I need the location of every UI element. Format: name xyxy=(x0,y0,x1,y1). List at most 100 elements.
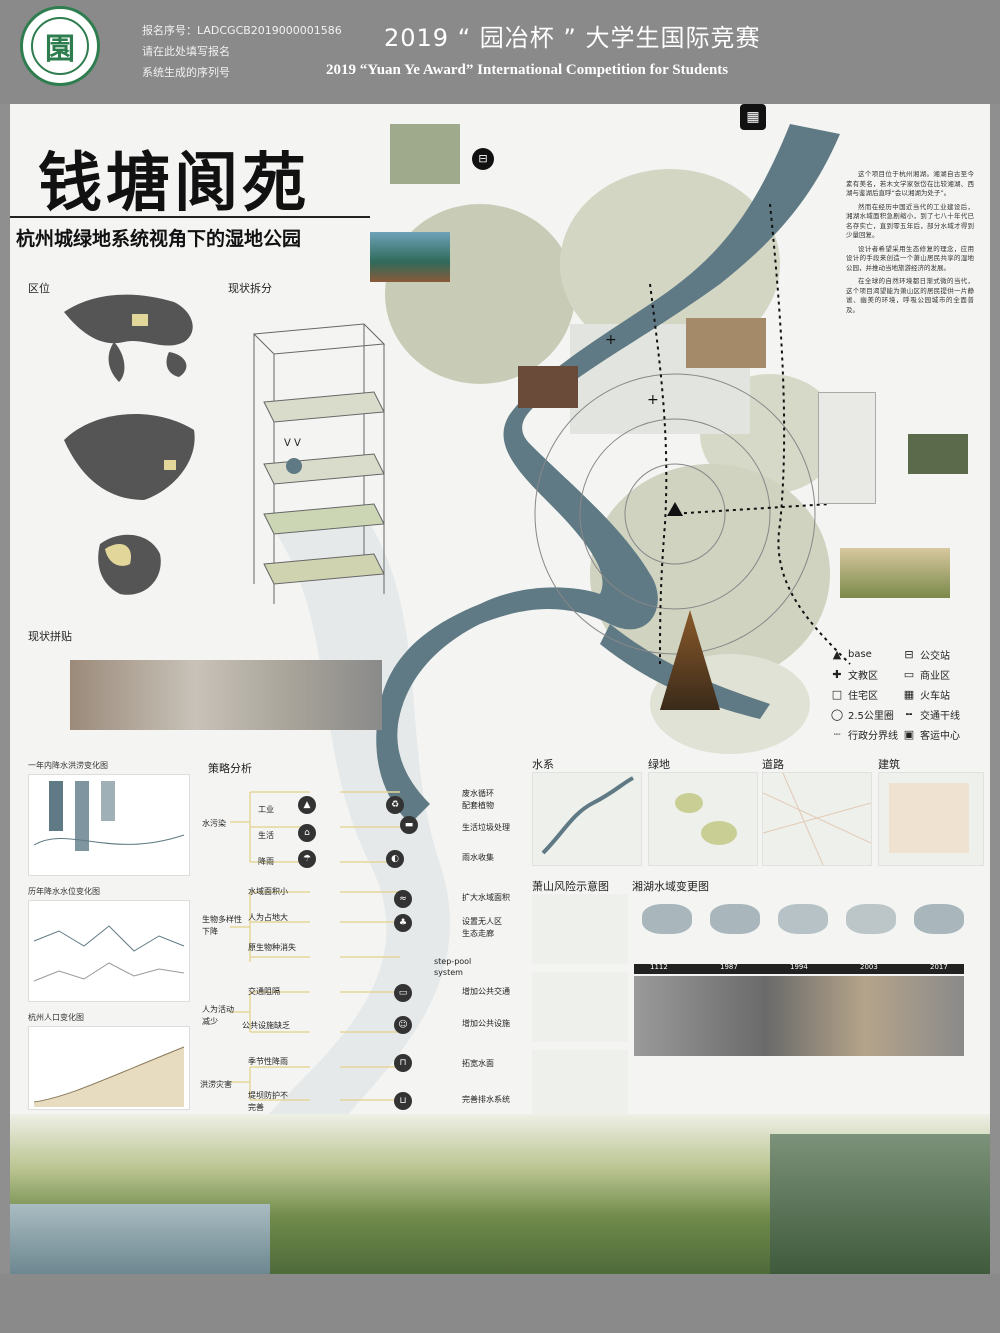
strategy-result: 配套植物 xyxy=(462,801,494,810)
section-building: 建筑 xyxy=(878,758,900,771)
china-map xyxy=(54,400,204,510)
lake-change-5 xyxy=(914,904,964,934)
strategy-item-label: 堤坝防护不完善 xyxy=(248,1091,288,1112)
legend-item: ▦火车站 xyxy=(903,687,950,702)
aerial-photo xyxy=(390,124,460,184)
drain-icon: ⊔ xyxy=(394,1092,412,1110)
timeline-year: 1112 xyxy=(650,963,668,971)
strategy-result: 完善排水系统 xyxy=(462,1095,510,1104)
registration-number: 报名序号：LADCGCB2019000001586 xyxy=(142,24,342,37)
strategy-item-label: 季节性降雨 xyxy=(248,1057,288,1066)
person-icon: ☺ xyxy=(394,1016,412,1034)
chart-title-population: 杭州人口变化图 xyxy=(28,1013,84,1022)
risk-map-1 xyxy=(532,894,628,964)
strategy-group-label: 洪涝灾害 xyxy=(200,1080,232,1089)
education-marker: + xyxy=(647,392,659,408)
timeline-bar: 1112 1987 1994 2003 2017 xyxy=(634,963,964,974)
district-grid xyxy=(818,392,876,504)
passenger-center-icon: ▣ xyxy=(903,727,915,741)
strategy-result: 扩大水域面积 xyxy=(462,893,510,902)
legend-item: □住宅区 xyxy=(831,687,878,702)
lake-change-2 xyxy=(710,904,760,934)
pond-water xyxy=(10,1204,270,1274)
education-area-icon: ✚ xyxy=(832,667,842,681)
timeline-year: 1994 xyxy=(790,963,808,971)
factory-icon: ▲ xyxy=(298,796,316,814)
house-icon: ⌂ xyxy=(298,824,316,842)
train-station-icon: ▦ xyxy=(903,687,915,701)
strategy-item-label: 人为占地大 xyxy=(248,913,288,922)
legend-item: ▭商业区 xyxy=(903,667,950,682)
legend-item: ▣客运中心 xyxy=(903,727,960,742)
legend-item: ▲base xyxy=(830,644,910,664)
legend-item: ◯2.5公里圈 xyxy=(830,707,894,722)
title-divider xyxy=(10,216,370,218)
strategy-result: 设置无人区 xyxy=(462,917,502,926)
svg-text:ᐯ ᐯ: ᐯ ᐯ xyxy=(284,438,301,449)
residential-area-icon: □ xyxy=(831,687,843,701)
strategy-result: step-pool system xyxy=(434,957,472,977)
description-paragraph: 设计者希望采用生态修复的理念，应用设计的手段来创造一个萧山居民共享的湿地公园，并… xyxy=(846,244,974,272)
green-land-north-east xyxy=(560,169,780,359)
risk-map-2 xyxy=(532,972,628,1042)
base-icon: ▲ xyxy=(832,647,842,661)
zhejiang-map xyxy=(90,524,170,604)
market-photo xyxy=(518,366,578,408)
waterlevel-chart xyxy=(28,900,190,1002)
bus-small-icon: ▭ xyxy=(394,984,412,1002)
radius-circle-inner xyxy=(624,463,726,565)
strategy-result: 生态走廊 xyxy=(462,929,494,938)
bus-stop-icon: ⊟ xyxy=(904,647,914,661)
timeline-year: 2017 xyxy=(930,963,948,971)
street-photo xyxy=(686,318,766,368)
qiantang-river xyxy=(376,124,840,824)
strategy-group-label: 水污染 xyxy=(202,819,226,828)
radius-circle-middle xyxy=(579,418,771,610)
strategy-result: 拓宽水面 xyxy=(462,1059,494,1068)
strategy-item-label: 水域面积小 xyxy=(248,887,288,896)
section-strategy: 策略分析 xyxy=(208,762,252,775)
bridge-icon: ⊓ xyxy=(394,1054,412,1072)
green-land-north xyxy=(385,204,575,384)
timeline-year: 1987 xyxy=(720,963,738,971)
strategy-result: 废水循环 xyxy=(462,789,494,798)
lake-change-3 xyxy=(778,904,828,934)
description-paragraph: 在全球的自然环境都日渐式微的当代，这个项目渴望能为萧山区的居民提供一片静谧、幽美… xyxy=(846,277,974,314)
competition-logo: 園 xyxy=(20,6,100,86)
building-system-map xyxy=(878,772,984,866)
traffic-line-icon: ╍ xyxy=(905,707,913,721)
radius-circle-icon: ◯ xyxy=(830,707,844,721)
description-paragraph: 这个项目位于杭州湘湖。湘湖自古至今素有美名，若木文学家张岱在比较湘湖、西湖与鉴湖… xyxy=(846,170,974,197)
legend-col-2: ⊟公交站 ▭商业区 ▦火车站 ╍交通干线 ▣客运中心 xyxy=(902,644,988,744)
poster-board: + + ▦ ⊟ 钱塘阆苑 杭州城绿地系统视角下的湿地公园 这个项目位于杭州湘湖。… xyxy=(10,104,990,1274)
lake-change-4 xyxy=(846,904,896,934)
strategy-result: 生活垃圾处理 xyxy=(462,823,510,832)
commercial-area-icon: ▭ xyxy=(903,667,915,681)
train-icon: ▦ xyxy=(740,104,766,130)
population-chart xyxy=(28,1026,190,1110)
strategy-result: 增加公共交通 xyxy=(462,987,510,996)
section-water: 水系 xyxy=(532,758,554,771)
competition-title-en: 2019 “Yuan Ye Award” International Compe… xyxy=(326,62,729,78)
strategy-item-label: 公共设施缺乏 xyxy=(242,1021,290,1030)
chart-title-rainfall: 一年内降水洪涝变化图 xyxy=(28,761,108,770)
legend-item: ✚文教区 xyxy=(830,664,910,684)
registration-note: 请在此处填写报名 xyxy=(142,45,230,58)
section-road: 道路 xyxy=(762,758,784,771)
world-map xyxy=(54,282,204,387)
section-xianghu-change: 湘湖水域变更图 xyxy=(632,880,709,893)
village-photo xyxy=(908,434,968,474)
logo-emblem: 園 xyxy=(31,17,89,75)
competition-title-cn: 2019 “ 园冶杯 ” 大学生国际竞赛 xyxy=(384,24,761,52)
strategy-result: 增加公共设施 xyxy=(462,1019,510,1028)
traffic-line-3 xyxy=(669,503,831,515)
description-paragraph: 然而在经历中国近当代的工业建设后，湘湖水域面积急剧缩小，到了七八十年代已名存实亡… xyxy=(846,202,974,240)
landscape-panorama xyxy=(10,1114,990,1274)
radius-circle-outer xyxy=(534,373,816,655)
chart-title-waterlevel: 历年降水水位变化图 xyxy=(28,887,100,896)
legend-item: ⊟公交站 xyxy=(902,644,988,664)
water-system-map xyxy=(532,772,642,866)
strategy-item-label: 生活 xyxy=(258,831,274,840)
page-subtitle: 杭州城绿地系统视角下的湿地公园 xyxy=(16,228,302,250)
header-bar: 園 报名序号：LADCGCB2019000001586 请在此处填写报名 系统生… xyxy=(0,0,1000,104)
